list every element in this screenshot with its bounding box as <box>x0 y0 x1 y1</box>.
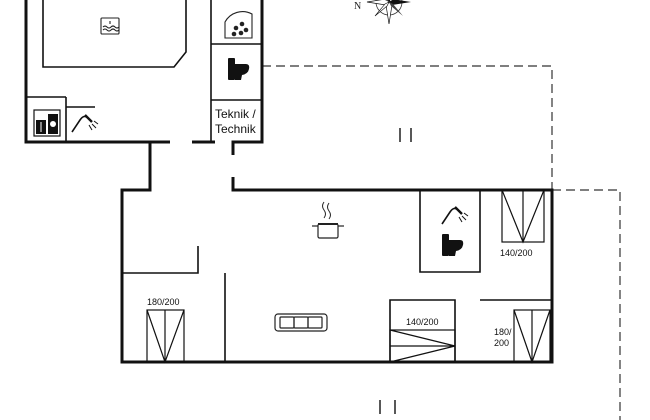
pool-icon <box>100 17 120 35</box>
interior-walls <box>26 0 552 362</box>
teknik-label-line2: Technik <box>215 122 257 136</box>
upper-terrace-outline <box>262 65 553 190</box>
sauna-icon <box>224 11 253 39</box>
bed-size-right-line1: 180/ <box>494 327 512 337</box>
bed-size-center: 140/200 <box>406 317 439 327</box>
bed-size-right-line2: 200 <box>494 338 509 348</box>
bed-top-right <box>501 189 545 244</box>
stair-markers <box>379 128 412 414</box>
compass-north-label: N <box>354 1 361 12</box>
bed-size-left: 180/200 <box>147 297 180 307</box>
cooking-pot-icon <box>312 201 344 239</box>
bed-center <box>389 329 456 363</box>
bed-size-top-right: 140/200 <box>500 248 533 258</box>
upper-wing-wall <box>24 0 554 364</box>
toilet-icon-lower <box>442 234 464 256</box>
shower-icon <box>71 114 99 133</box>
bed-left <box>146 309 185 364</box>
upper-wing-right-wall <box>231 0 264 155</box>
washing-machine-icon <box>33 109 61 137</box>
terrace-outlines <box>262 65 621 420</box>
sofa-icon <box>274 313 328 332</box>
pool-room-wall <box>42 0 187 68</box>
compass-rose <box>366 0 411 25</box>
bed-right <box>513 309 551 364</box>
left-bedroom-wall <box>122 246 199 274</box>
teknik-label-line1: Teknik / <box>215 107 256 121</box>
center-bedroom-wall <box>389 299 456 362</box>
lower-bath-wall <box>419 190 481 273</box>
exterior-walls <box>24 0 554 364</box>
toilet-icon <box>228 58 250 80</box>
right-terrace-outline <box>552 189 621 420</box>
shower-icon-lower <box>441 206 469 225</box>
